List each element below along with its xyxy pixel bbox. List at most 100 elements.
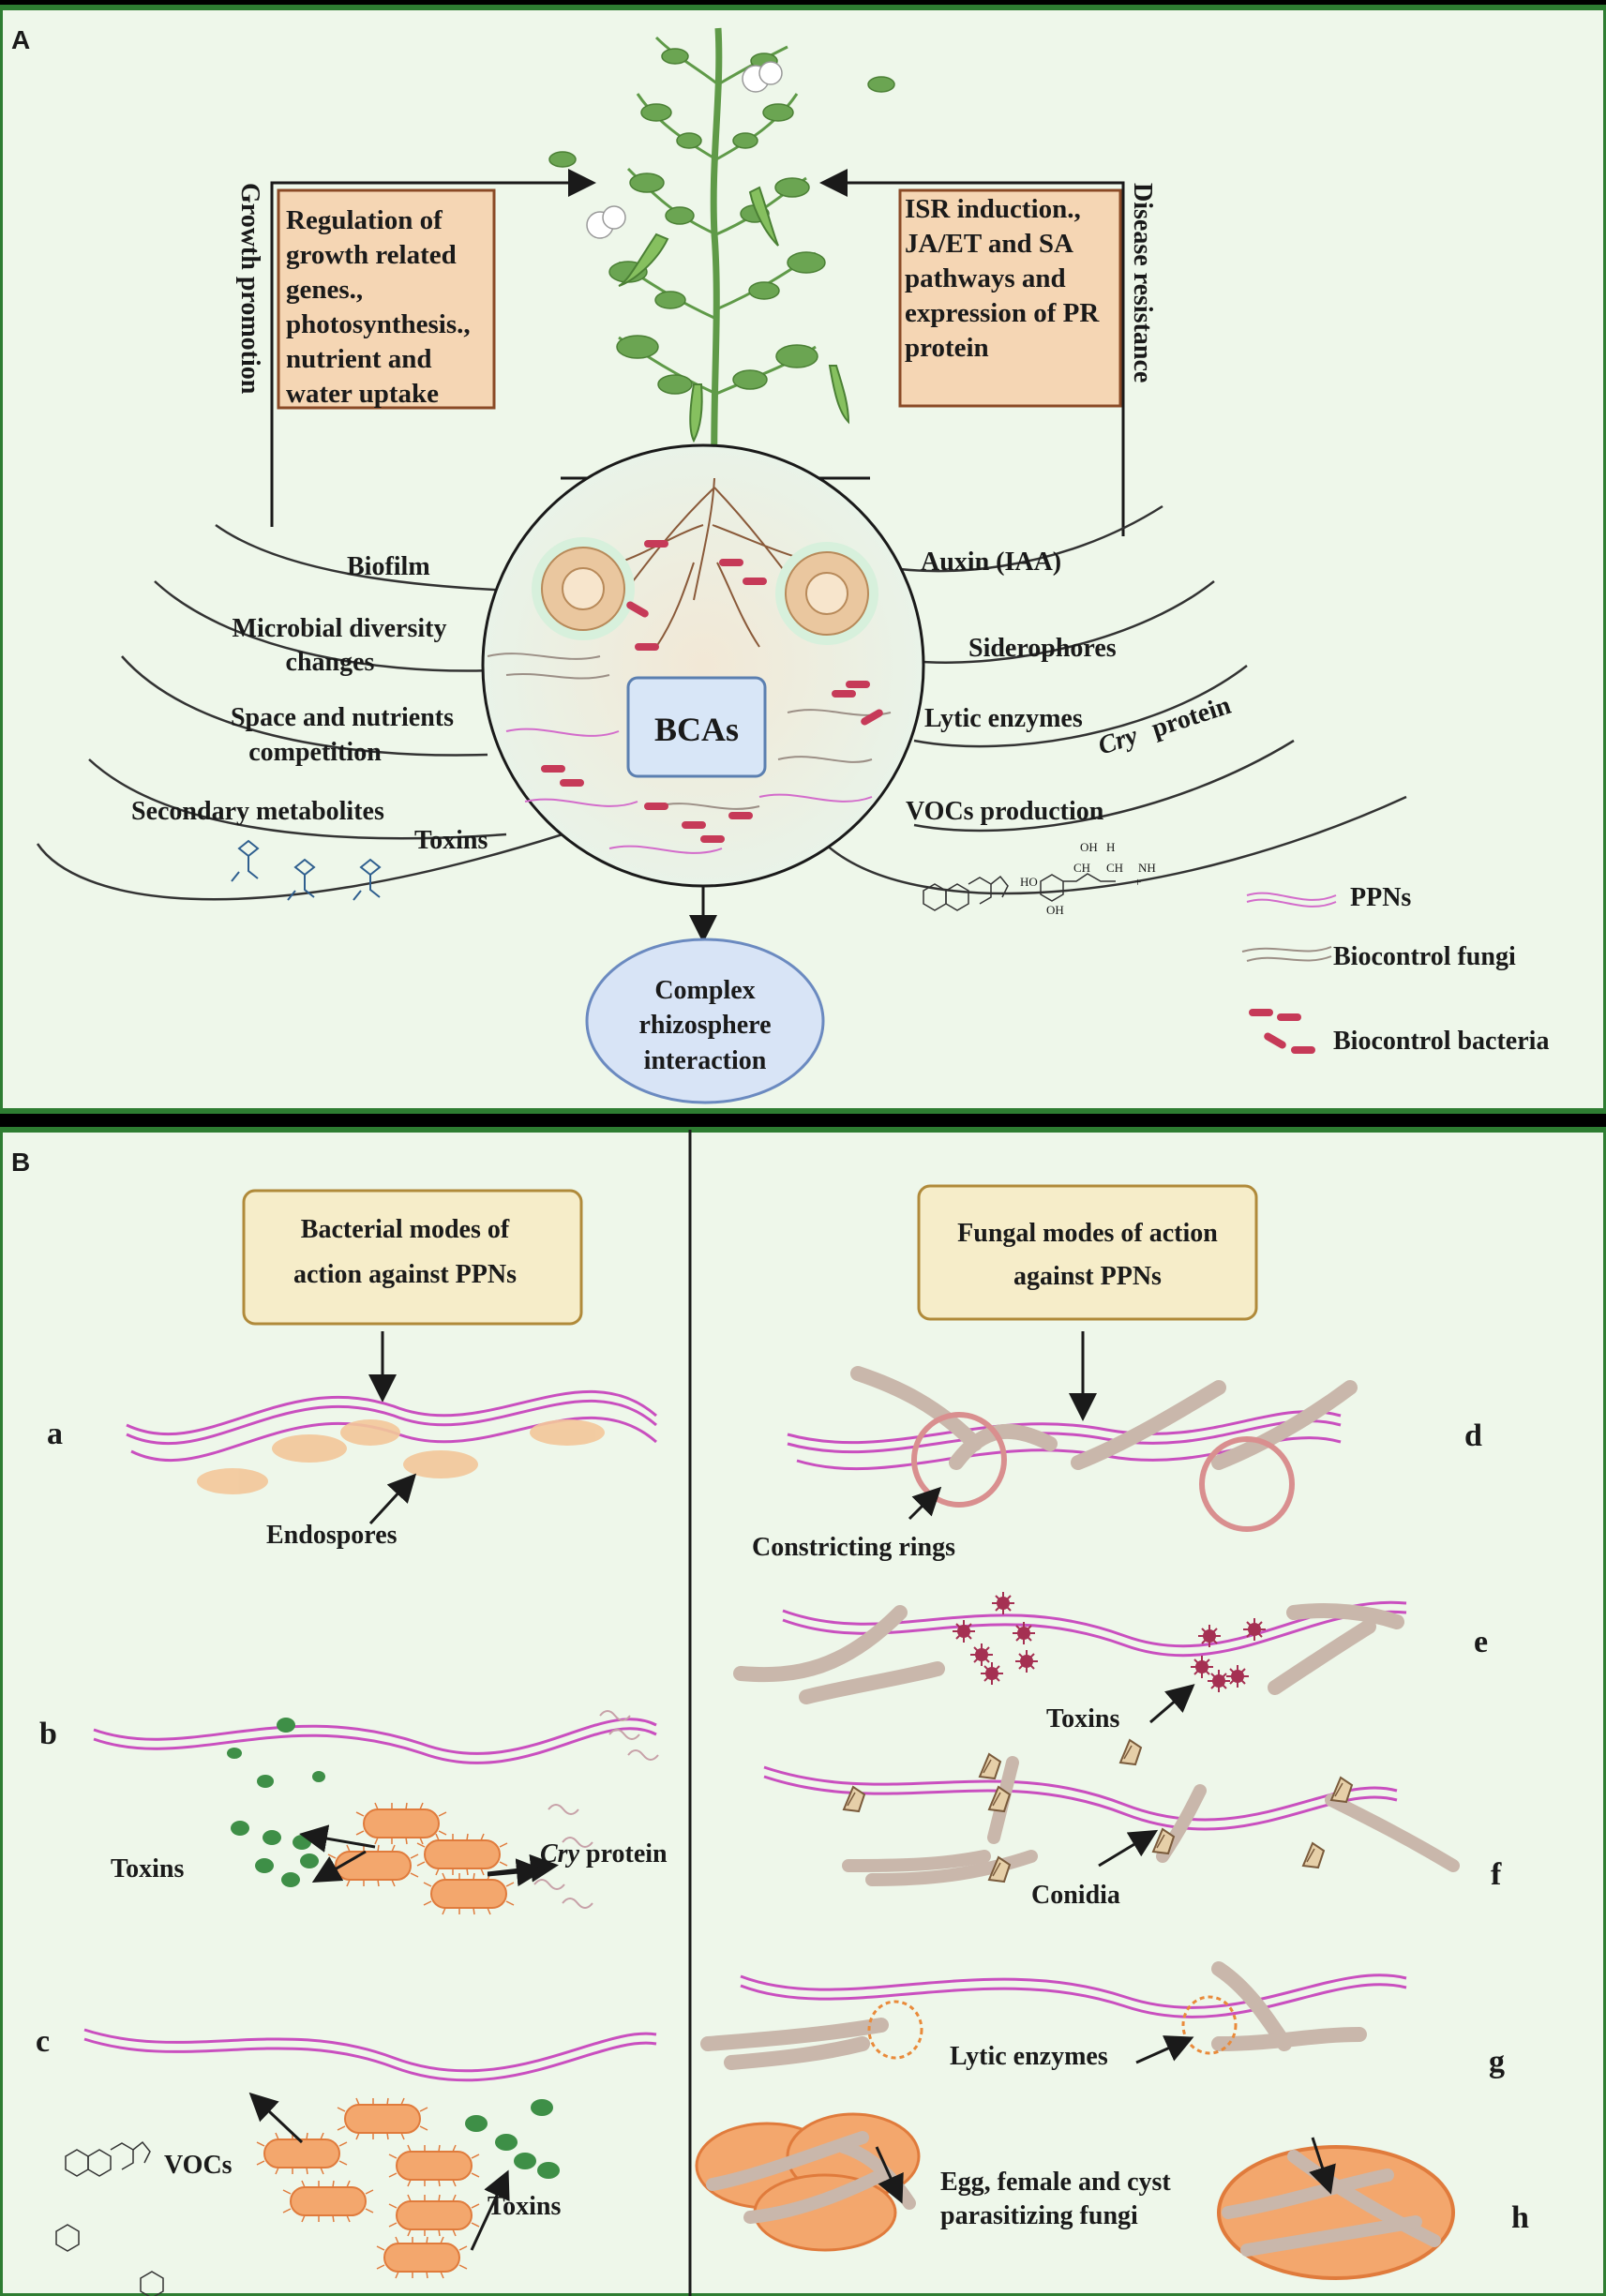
space-nutrients-label-2: competition	[248, 738, 382, 767]
nematode-b	[93, 1718, 657, 1764]
nematode-f	[763, 1765, 1398, 1831]
marker-b: b	[39, 1717, 57, 1751]
rhizosphere-circle	[481, 443, 925, 888]
arrows-b	[299, 1824, 559, 1887]
growth-box-line: genes.,	[286, 275, 363, 305]
toxins-label: Toxins	[414, 826, 488, 855]
fungi-hyphae-e	[733, 1603, 1404, 1704]
fungi-in-circle	[487, 653, 892, 810]
root-cross-section-left	[532, 537, 635, 640]
egg-parasitizing-label-2: parasitizing fungi	[940, 2201, 1138, 2230]
growth-box-line: Regulation of	[286, 205, 443, 235]
voc-chemical-structures-b	[55, 2140, 164, 2296]
svg-text:OH: OH	[1046, 903, 1064, 917]
svg-text:CH: CH	[1106, 861, 1123, 875]
fungi-hyphae-d	[850, 1366, 1358, 1470]
conidia-label: Conidia	[1031, 1881, 1120, 1910]
marker-c: c	[36, 2024, 50, 2059]
complex-label: rhizosphere	[638, 1011, 771, 1040]
endospore-clusters	[197, 1419, 605, 1494]
legend-fungi-label: Biocontrol fungi	[1333, 942, 1516, 971]
lytic-enzymes-label: Lytic enzymes	[924, 704, 1083, 733]
nematode-c	[83, 2028, 657, 2082]
bacterial-modes-box	[242, 1189, 583, 1326]
marker-h: h	[1511, 2200, 1529, 2235]
auxin-label: Auxin (IAA)	[921, 548, 1061, 577]
arrow-lytic	[1135, 2035, 1194, 2064]
svg-text:H: H	[1106, 840, 1115, 854]
ppns-in-circle	[505, 728, 873, 854]
arrow-toxins-e	[1149, 1684, 1195, 1724]
constricting-rings-label: Constricting rings	[752, 1533, 955, 1562]
fungi-hyphae-g	[700, 1961, 1367, 2070]
pea-plant-illustration	[548, 27, 895, 479]
space-nutrients-label: Space and nutrients	[231, 703, 454, 732]
complex-ellipse	[585, 938, 825, 1104]
green-toxins-b	[227, 1718, 325, 1887]
panel-a-letter: A	[11, 25, 30, 54]
nematode-g	[740, 1973, 1407, 2018]
arrows-h	[875, 2137, 1336, 2204]
toxins-c-label: Toxins	[488, 2192, 561, 2221]
svg-text:NH: NH	[1138, 861, 1156, 875]
marker-f: f	[1491, 1857, 1502, 1892]
arrows-c	[248, 2092, 510, 2251]
panel-b-letter: B	[11, 1148, 30, 1177]
fungi-hyphae-h	[706, 2131, 1441, 2257]
disease-box: ISR induction., JA/ET and SA pathways an…	[898, 188, 1122, 408]
disease-box-line: protein	[905, 333, 989, 363]
svg-text:CH: CH	[1073, 861, 1090, 875]
lytic-enzymes-label: Lytic enzymes	[950, 2042, 1108, 2071]
toxins-b-label: Toxins	[111, 1854, 184, 1883]
endospores-label: Endospores	[266, 1521, 398, 1550]
svg-text:+: +	[1134, 875, 1141, 889]
fungal-modes-label: Fungal modes of action	[957, 1219, 1218, 1248]
panel-b-background	[0, 1127, 1606, 2296]
growth-box-line: growth related	[286, 240, 457, 270]
biofilm-label: Biofilm	[347, 552, 430, 581]
metabolite-molecule-icons	[231, 839, 382, 901]
disease-box-line: ISR induction.,	[905, 194, 1081, 224]
fan-curves-left	[36, 523, 563, 901]
constricting-rings	[911, 1412, 1295, 1532]
growth-box: Regulation of growth related genes., pho…	[277, 188, 496, 410]
complex-label: Complex	[654, 976, 755, 1005]
cry-b-label: Cry	[540, 1839, 580, 1868]
bcas-box	[626, 676, 767, 778]
bcas-label: BCAs	[654, 711, 739, 748]
bacterial-modes-label: action against PPNs	[293, 1260, 517, 1289]
fungal-modes-box	[917, 1184, 1258, 1321]
marker-g: g	[1489, 2045, 1505, 2079]
legend: PPNs Biocontrol fungi Biocontrol bacteri…	[1241, 883, 1549, 1056]
growth-promotion-label: Growth promotion	[235, 183, 264, 395]
disease-box-line: pathways and	[905, 263, 1066, 293]
disease-resistance-label: Disease resistance	[1128, 183, 1157, 383]
marker-d: d	[1464, 1418, 1482, 1453]
growth-box-line: photosynthesis.,	[286, 309, 471, 339]
egg-parasitizing-label: Egg, female and cyst	[940, 2168, 1171, 2197]
green-toxins-c	[465, 2099, 560, 2179]
legend-bacteria-label: Biocontrol bacteria	[1333, 1027, 1549, 1056]
microbial-diversity-label-2: changes	[286, 648, 375, 677]
disease-box-line: JA/ET and SA	[905, 229, 1073, 259]
svg-text:HO: HO	[1020, 875, 1038, 889]
siderophores-label: Siderophores	[968, 634, 1117, 663]
arrow-endospores	[368, 1473, 417, 1525]
protein-b-label: protein	[586, 1839, 668, 1868]
vocs-b-label: VOCs	[164, 2151, 233, 2180]
root-cross-section-right	[775, 542, 878, 645]
microbial-diversity-label: Microbial diversity	[233, 614, 447, 643]
marker-e: e	[1474, 1625, 1488, 1659]
fungal-modes-label: against PPNs	[1013, 1262, 1162, 1291]
bacterial-modes-label: Bacterial modes of	[301, 1215, 510, 1244]
voc-chemical-structures: OH H CH CH NH + HO OH	[923, 840, 1156, 917]
marker-a: a	[47, 1417, 63, 1451]
secondary-metabolites-label: Secondary metabolites	[131, 797, 384, 826]
lytic-enzyme-marks	[867, 1995, 1238, 2060]
arrow-constricting	[908, 1486, 942, 1521]
disease-box-line: expression of PR	[905, 298, 1100, 328]
svg-text:OH: OH	[1080, 840, 1098, 854]
growth-box-line: water uptake	[286, 379, 439, 409]
toxins-e-label: Toxins	[1046, 1704, 1119, 1733]
